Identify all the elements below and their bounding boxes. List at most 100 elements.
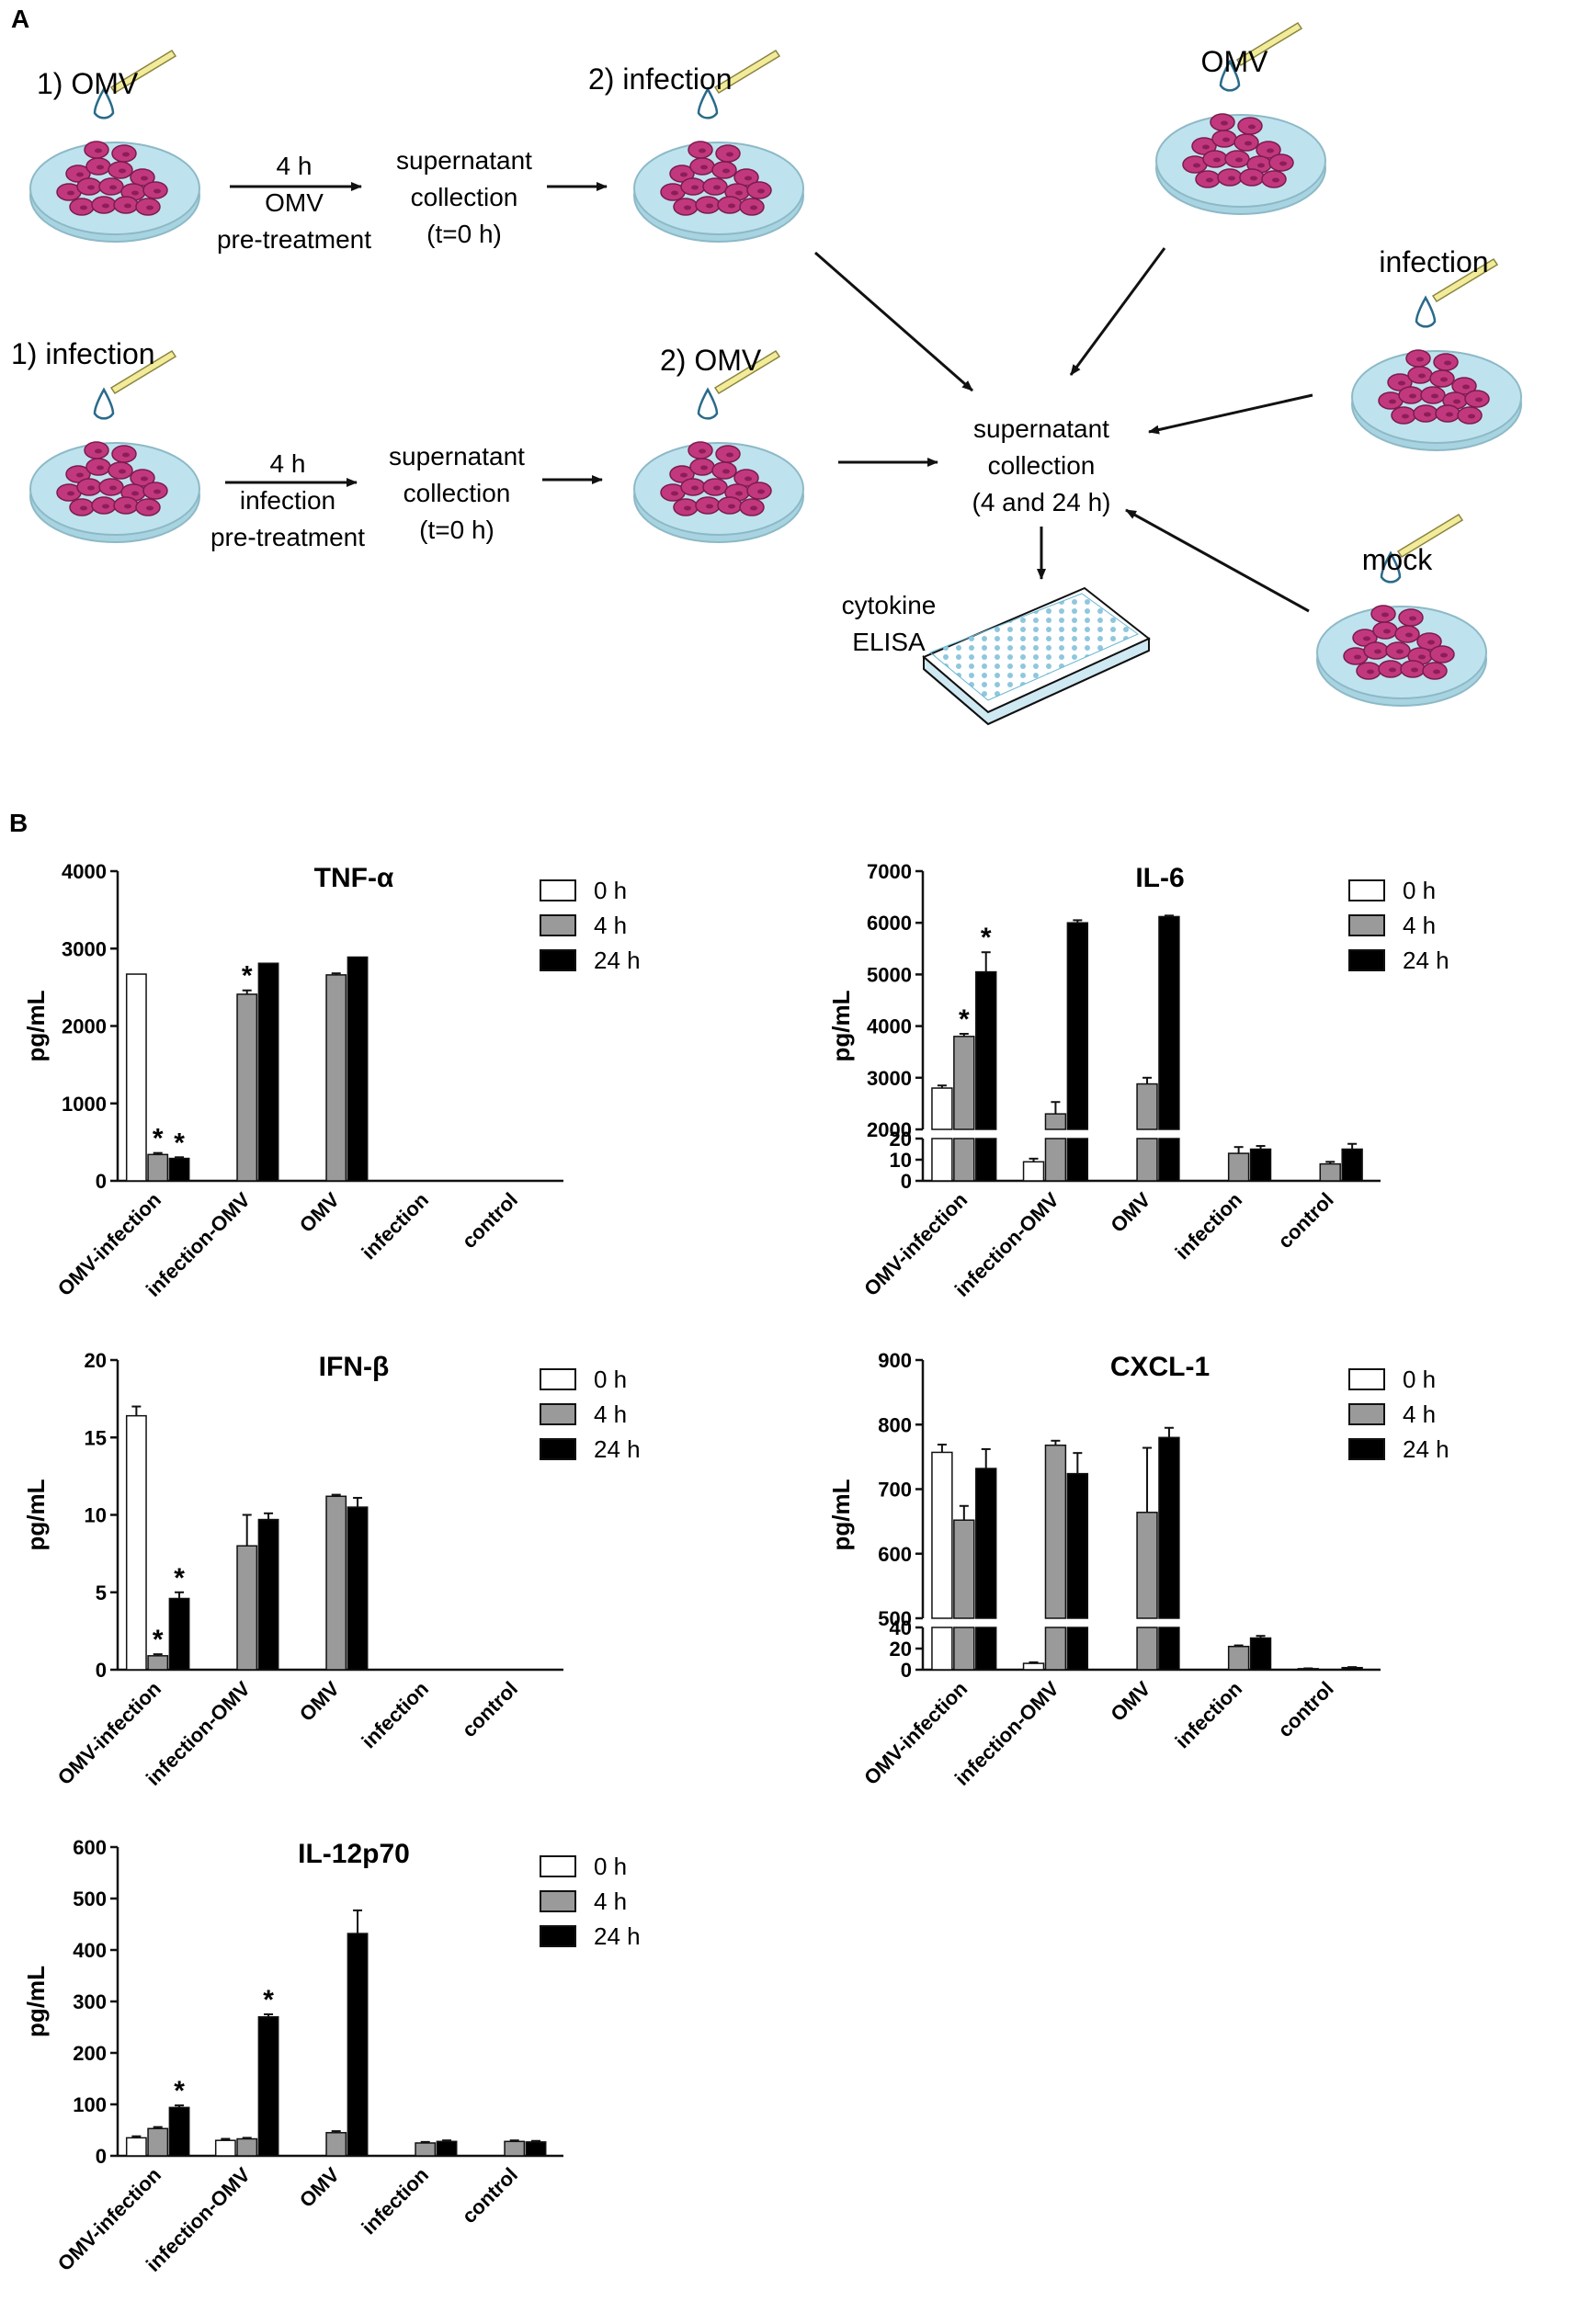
significance-star: *: [153, 1124, 164, 1154]
bar-4h: [1136, 1512, 1158, 1619]
sup-final-line-3: (4 and 24 h): [972, 488, 1111, 516]
bar-24h: [1249, 1637, 1272, 1671]
x-tick-label: OMV: [1106, 1677, 1154, 1726]
cell-nucleus-icon: [1462, 384, 1470, 390]
bar-4h: [1136, 1083, 1158, 1130]
bar-0h: [125, 2137, 147, 2157]
y-tick-label: 10: [85, 1504, 107, 1527]
y-tick-label: 0: [96, 1659, 107, 1682]
pipette-icon: [109, 349, 177, 395]
y-tick-label: 4000: [867, 1015, 912, 1038]
bar-24h: [347, 1933, 369, 2157]
y-tick-label: 200: [73, 2042, 107, 2065]
x-tick-label: infection: [358, 1677, 433, 1752]
bar-4h: [1136, 1138, 1158, 1182]
cell-nucleus-icon: [671, 491, 678, 496]
y-tick-label: 2000: [867, 1118, 912, 1141]
cell-nucleus-icon: [713, 185, 721, 190]
legend-label: 4 h: [594, 912, 627, 939]
bar-24h: [1158, 1627, 1180, 1671]
y-tick-label: 500: [878, 1607, 912, 1630]
bar-24h: [1066, 1627, 1089, 1671]
cell-nucleus-icon: [728, 203, 735, 209]
cell-nucleus-icon: [706, 504, 713, 509]
cell-nucleus-icon: [1427, 640, 1435, 645]
x-tick-label: control: [458, 1188, 522, 1253]
chart-title: IL-12p70: [298, 1839, 410, 1869]
cell-nucleus-icon: [119, 469, 126, 474]
arrow-to-collection-5: [1125, 508, 1310, 613]
cell-nucleus-icon: [750, 505, 757, 511]
step-inf-first-1: 1) infection: [11, 337, 155, 370]
cell-nucleus-icon: [1440, 377, 1448, 382]
y-tick-label: 1000: [62, 1093, 107, 1116]
cell-nucleus-icon: [97, 465, 104, 470]
cell-nucleus-icon: [1446, 412, 1453, 417]
significance-star: *: [174, 2076, 185, 2106]
bar-4h: [147, 1153, 169, 1182]
inf-pre-line-1: 4 h: [270, 449, 306, 478]
bar-24h: [168, 2106, 190, 2157]
bar-4h: [325, 974, 347, 1182]
x-tick-label: OMV: [295, 1188, 344, 1237]
dish-omv-first-2: [633, 49, 804, 243]
cell-nucleus-icon: [680, 472, 688, 478]
label-omv: OMV: [1201, 45, 1269, 78]
cell-nucleus-icon: [131, 491, 139, 496]
significance-star: *: [242, 961, 253, 992]
pipette-icon: [713, 349, 781, 395]
significance-star: *: [174, 1128, 185, 1158]
bar-24h: [1158, 1138, 1180, 1182]
bar-24h: [1158, 915, 1180, 1130]
omv-pre-line-3: pre-treatment: [217, 225, 371, 254]
cell-nucleus-icon: [122, 152, 130, 157]
legend-swatch: [1348, 1438, 1385, 1460]
bar-4h: [236, 1545, 258, 1671]
chart-title: TNF-α: [314, 863, 394, 893]
legend-label: 0 h: [594, 877, 627, 904]
chart-tnf-alpha: TNF-αpg/mL01000200030004000**OMV-infecti…: [22, 860, 641, 1301]
dish-omv: [1155, 21, 1326, 215]
bar-4h: [147, 1655, 169, 1671]
sup-final-line-2: collection: [988, 451, 1096, 480]
y-tick-label: 10: [890, 1149, 912, 1172]
chart-cxcl-1: CXCL-1pg/mL50060070080090002040OMV-infec…: [827, 1349, 1449, 1790]
panel-b-label: B: [9, 809, 28, 837]
y-tick-label: 5000: [867, 963, 912, 986]
legend-swatch: [1348, 1403, 1385, 1425]
cell-nucleus-icon: [153, 489, 161, 494]
chart-title: IL-6: [1135, 863, 1184, 893]
elisa-line-1: cytokine: [842, 591, 937, 619]
cell-nucleus-icon: [1431, 393, 1438, 399]
x-tick-label: control: [458, 1677, 522, 1741]
legend-swatch: [540, 1403, 576, 1425]
cell-nucleus-icon: [102, 203, 109, 209]
drop-icon: [93, 86, 115, 119]
bar-4h: [953, 1627, 975, 1671]
cell-nucleus-icon: [1250, 176, 1257, 181]
cell-nucleus-icon: [1381, 612, 1389, 618]
bar-0h: [1022, 1161, 1045, 1182]
y-axis-label: pg/mL: [22, 1966, 50, 2037]
legend-label: 24 h: [1403, 947, 1449, 974]
dish-inf-first-1: [29, 349, 200, 543]
cell-nucleus-icon: [757, 188, 765, 194]
cell-nucleus-icon: [726, 152, 733, 157]
bar-4h: [1227, 1645, 1250, 1671]
bar-4h: [236, 2137, 258, 2157]
bar-24h: [347, 956, 369, 1182]
x-tick-label: control: [1273, 1677, 1337, 1741]
bar-24h: [257, 962, 279, 1182]
y-tick-label: 0: [96, 2145, 107, 2168]
chart-il-6: IL-6pg/mL20003000400050006000700001020**…: [827, 860, 1449, 1301]
y-tick-label: 800: [878, 1413, 912, 1436]
sup-t0-upper-line-2: collection: [411, 183, 518, 211]
cell-nucleus-icon: [1453, 399, 1461, 404]
bar-0h: [931, 1138, 953, 1182]
bar-24h: [525, 2141, 547, 2157]
cell-nucleus-icon: [124, 504, 131, 509]
sup-final-line-1: supernatant: [973, 414, 1109, 443]
legend-label: 0 h: [594, 1853, 627, 1880]
step-inf-first-2: 2) OMV: [660, 344, 762, 377]
dish-mock: [1316, 513, 1487, 707]
